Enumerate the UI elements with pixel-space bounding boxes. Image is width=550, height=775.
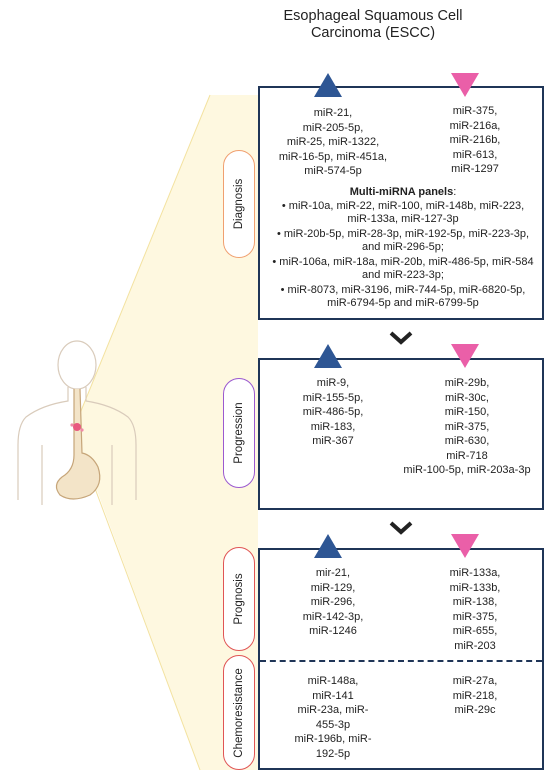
mirna-item: miR-218, [452,689,498,702]
mirna-item: miR-142-3p, [302,610,364,623]
human-body-figure [17,340,137,505]
mirna-item: miR-29c [454,704,496,716]
mirna-item: miR-655, [452,625,498,637]
mirna-item: miR-205-5p, [302,121,364,134]
progression-down-list: miR-29b, miR-30c, miR-150, miR-375, miR-… [390,376,544,478]
tumor-icon [73,423,81,431]
upregulated-triangle-icon [314,344,342,368]
mirna-item: miR-27a, [452,675,498,687]
mirna-item: miR-133a, [449,567,501,579]
body-outline-icon [17,340,137,505]
mirna-item: miR-16-5p, miR-451a, [278,150,388,163]
mirna-item: miR-486-5p, [302,406,364,418]
prognosis-down-list: miR-133a, miR-133b, miR-138, miR-375, mi… [410,566,540,653]
multi-mirna-heading-text: Multi-miRNA panels [349,186,454,198]
mirna-item: miR-129, [310,581,356,594]
chemoresistance-pill: Chemoresistance [223,655,255,770]
multi-mirna-heading-colon: : [453,186,457,198]
mirna-item: miR-25, miR-1322, [286,136,380,148]
mirna-item: miR-9, [316,377,350,389]
diagnosis-label: Diagnosis [233,178,245,230]
diagnosis-down-list: miR-375, miR-216a, miR-216b, miR-613, mi… [410,104,540,177]
mirna-item: mir-21, [315,567,351,579]
mirna-item: miR-138, [452,596,498,608]
panel-item: miR-20b-5p, miR-28-3p, miR-192-5p, miR-2… [272,228,534,255]
mirna-item: miR-718 [446,449,488,462]
mirna-item: miR-630, [444,435,490,447]
mirna-item: miR-574-5p [304,165,362,177]
mirna-item: miR-296, [310,596,356,608]
mirna-item: miR-375, [444,420,490,433]
diagnosis-up-list: miR-21, miR-205-5p, miR-25, miR-1322, mi… [268,106,398,179]
mirna-item: miR-155-5p, [302,391,364,404]
mirna-item: miR-30c, [444,391,489,404]
mirna-item: miR-203 [454,639,496,652]
diagram-title: Esophageal Squamous Cell Carcinoma (ESCC… [283,8,463,41]
progression-label: Progression [233,402,245,464]
multi-mirna-heading: Multi-miRNA panels: [272,186,534,200]
prognosis-up-list: mir-21, miR-129, miR-296, miR-142-3p, mi… [268,566,398,639]
mirna-item: miR-375, [452,610,498,623]
esophagus-stomach-icon [55,388,101,500]
mirna-item: 455-3p [315,718,351,731]
prognosis-pill: Prognosis [223,547,255,651]
progression-panel: miR-9, miR-155-5p, miR-486-5p, miR-183, … [258,358,544,510]
mirna-item: miR-375, [452,105,498,117]
upregulated-triangle-icon [314,73,342,97]
panel-item: miR-10a, miR-22, miR-100, miR-148b, miR-… [272,200,534,227]
mirna-item: 192-5p [315,747,351,760]
chevron-down-icon [389,521,413,535]
upregulated-triangle-icon [314,534,342,558]
diagnosis-pill: Diagnosis [223,150,255,258]
mirna-item: miR-23a, miR- [297,704,369,716]
mirna-item: miR-133b, [449,581,501,594]
mirna-item: miR-141 [312,689,354,702]
chemoresistance-down-list: miR-27a, miR-218, miR-29c [410,674,540,718]
panel-item: miR-106a, miR-18a, miR-20b, miR-486-5p, … [272,256,534,283]
chemoresistance-label: Chemoresistance [233,667,245,758]
mirna-item: miR-216a, [449,119,501,132]
progression-pill: Progression [223,378,255,488]
mirna-item: miR-29b, [444,377,490,389]
mirna-item: miR-183, [310,420,356,433]
downregulated-triangle-icon [451,534,479,558]
mirna-item: miR-1246 [309,625,357,637]
mirna-item: miR-21, [313,107,353,119]
multi-mirna-panels: Multi-miRNA panels: miR-10a, miR-22, miR… [272,186,534,312]
mirna-item: miR-100-5p, miR-203a-3p [403,464,531,476]
mirna-item: miR-613, [452,148,498,161]
mirna-item: miR-216b, [449,134,501,146]
chevron-down-icon [389,331,413,345]
section-divider [260,660,542,662]
diagnosis-panel: miR-21, miR-205-5p, miR-25, miR-1322, mi… [258,86,544,320]
mirna-item: miR-150, [444,406,490,418]
chemoresistance-up-list: miR-148a, miR-141 miR-23a, miR- 455-3p m… [268,674,398,761]
prognosis-chemoresistance-panel: mir-21, miR-129, miR-296, miR-142-3p, mi… [258,548,544,770]
mirna-item: miR-1297 [451,163,499,175]
mirna-item: miR-367 [312,435,354,447]
progression-up-list: miR-9, miR-155-5p, miR-486-5p, miR-183, … [268,376,398,449]
prognosis-label: Prognosis [233,573,245,625]
panel-item: miR-8073, miR-3196, miR-744-5p, miR-6820… [272,284,534,311]
mirna-item: miR-148a, [307,675,359,687]
downregulated-triangle-icon [451,344,479,368]
downregulated-triangle-icon [451,73,479,97]
mirna-item: miR-196b, miR- [294,733,372,745]
